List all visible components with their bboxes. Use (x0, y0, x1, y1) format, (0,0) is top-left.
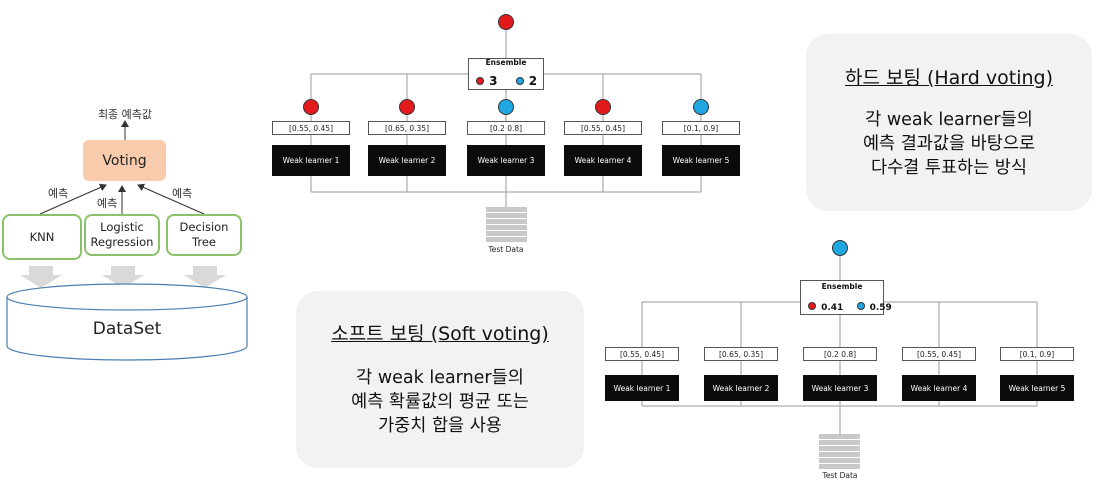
hard-voting-title: 하드 보팅 (Hard voting) (844, 67, 1054, 89)
model-knn: KNN (2, 214, 82, 260)
hard-weak-learner: Weak learner 2 (368, 145, 446, 176)
dataset-label: DataSet (92, 319, 162, 339)
soft-prob-box: [0.55, 0.45] (902, 347, 976, 361)
model-decision-tree: Decision Tree (166, 214, 242, 256)
soft-prob-box: [0.55, 0.45] (605, 347, 679, 361)
hard-weak-learner: Weak learner 4 (564, 145, 642, 176)
hard-ensemble-box: Ensemble 3 2 (468, 58, 544, 90)
soft-desc-line: 가중치 합을 사용 (378, 416, 502, 436)
blue-dot-icon (856, 302, 865, 310)
red-dot-icon (808, 302, 816, 310)
hard-prob-box: [0.2 0.8] (467, 121, 545, 135)
soft-prob-box: [0.65, 0.35] (704, 347, 778, 361)
voting-box: Voting (83, 140, 166, 181)
hard-ensemble-title: Ensemble (485, 58, 527, 67)
final-prediction-label: 최종 예측값 (97, 108, 153, 121)
hard-weak-learner: Weak learner 1 (272, 145, 350, 176)
hard-weak-learner: Weak learner 5 (662, 145, 740, 176)
soft-desc-line: 예측 확률값의 평균 또는 (351, 392, 529, 412)
blue-dot-icon (515, 77, 524, 85)
model-logistic-regression: Logistic Regression (84, 214, 160, 256)
soft-test-data-label: Test Data (822, 471, 858, 480)
hard-prob-box: [0.1, 0.9] (662, 121, 740, 135)
soft-voting-title: 소프트 보팅 (Soft voting) (331, 323, 549, 345)
soft-weak-learner: Weak learner 1 (605, 375, 679, 401)
hard-connectors (303, 14, 709, 242)
soft-voting-panel: 소프트 보팅 (Soft voting) 각 weak learner들의 예측… (296, 291, 584, 468)
hard-test-data-label: Test Data (488, 245, 524, 254)
soft-prob-box: [0.2 0.8] (803, 347, 877, 361)
hard-voting-panel: 하드 보팅 (Hard voting) 각 weak learner들의 예측 … (806, 34, 1092, 211)
soft-ensemble-title: Ensemble (821, 282, 863, 291)
soft-weak-learner: Weak learner 4 (902, 375, 976, 401)
soft-prob-box: [0.1, 0.9] (1000, 347, 1074, 361)
soft-weak-learner: Weak learner 5 (1000, 375, 1074, 401)
hard-prob-box: [0.65, 0.35] (368, 121, 446, 135)
soft-ensemble-probs: 0.41 0.59 (808, 295, 892, 314)
voting-arrows (6, 120, 248, 361)
prediction-label: 예측 (172, 187, 193, 200)
hard-desc-line: 각 weak learner들의 (865, 110, 1033, 130)
hard-ensemble-votes: 3 2 (476, 70, 537, 89)
prediction-label: 예측 (97, 197, 118, 210)
soft-connectors (641, 240, 1038, 469)
soft-voting-description: 각 weak learner들의 예측 확률값의 평균 또는 가중치 합을 사용 (296, 366, 584, 438)
soft-blue-prob: 0.59 (869, 303, 892, 313)
soft-ensemble-box: Ensemble 0.41 0.59 (800, 280, 892, 315)
prediction-label: 예측 (48, 187, 69, 200)
soft-desc-line: 각 weak learner들의 (356, 368, 524, 388)
red-dot-icon (476, 77, 484, 85)
soft-weak-learner: Weak learner 2 (704, 375, 778, 401)
hard-red-count: 3 (489, 74, 498, 88)
hard-weak-learner: Weak learner 3 (467, 145, 545, 176)
hard-desc-line: 예측 결과값을 바탕으로 (862, 134, 1036, 154)
hard-prob-box: [0.55, 0.45] (564, 121, 642, 135)
hard-voting-description: 각 weak learner들의 예측 결과값을 바탕으로 다수결 투표하는 방… (806, 108, 1092, 180)
soft-weak-learner: Weak learner 3 (803, 375, 877, 401)
hard-blue-count: 2 (528, 74, 538, 88)
soft-red-prob: 0.41 (821, 303, 844, 313)
hard-desc-line: 다수결 투표하는 방식 (870, 158, 1028, 178)
hard-prob-box: [0.55, 0.45] (272, 121, 350, 135)
